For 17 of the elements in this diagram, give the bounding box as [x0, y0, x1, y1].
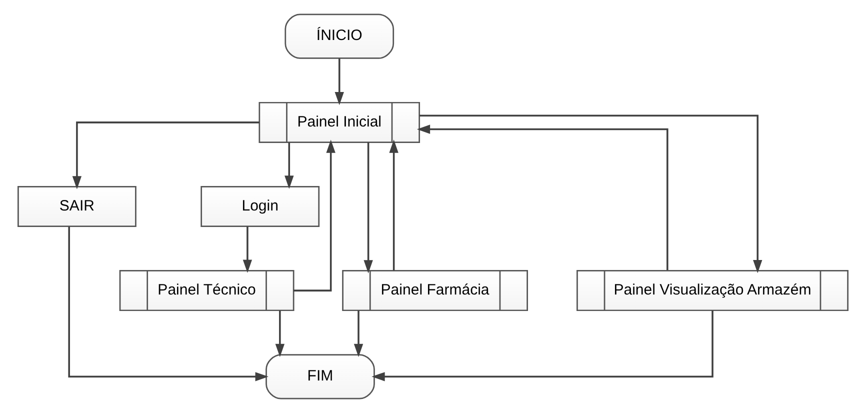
arrow: [388, 139, 398, 270]
arrow: [371, 310, 713, 381]
arrow: [419, 114, 762, 273]
arrow: [68, 226, 268, 381]
arrow: [416, 124, 668, 270]
arrow: [274, 310, 284, 357]
arrow: [353, 310, 363, 357]
arrow: [284, 142, 294, 188]
arrow: [334, 58, 344, 105]
node-box: SAIR: [17, 186, 136, 226]
arrow: [242, 226, 252, 272]
node-box: FIM: [265, 354, 374, 399]
node-box: Login: [200, 186, 320, 226]
arrow: [293, 139, 335, 291]
arrow: [363, 142, 372, 273]
node-box: ÍNICIO: [284, 13, 394, 58]
arrow: [72, 121, 259, 189]
